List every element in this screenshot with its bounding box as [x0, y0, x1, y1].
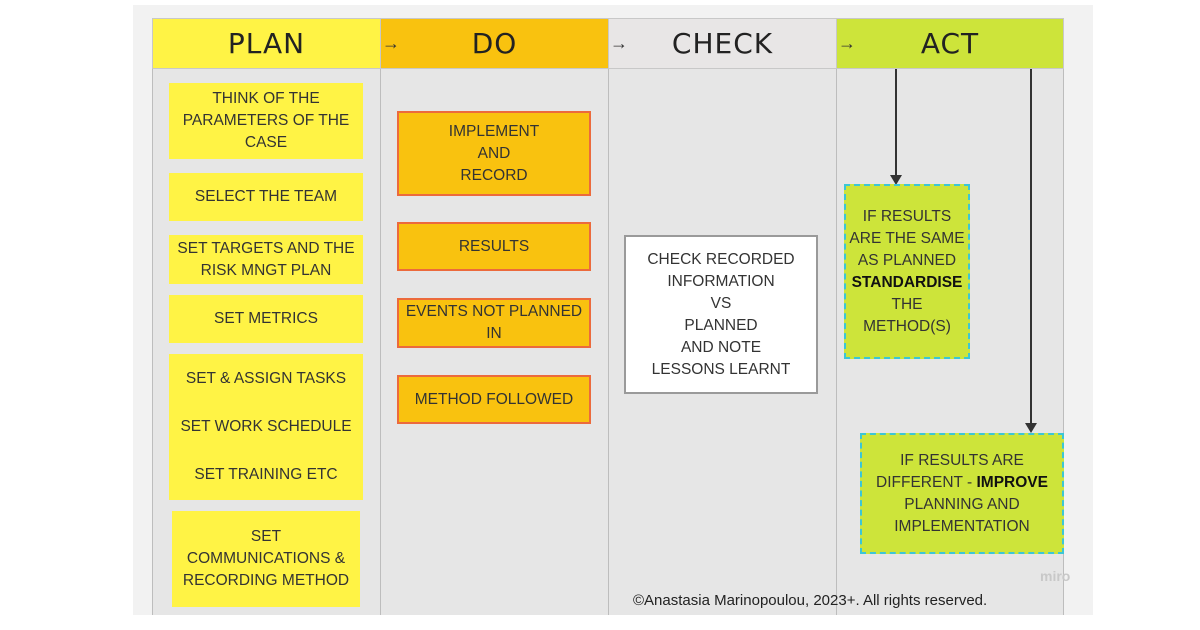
note-text: CASE — [244, 134, 288, 151]
note-text: PLANNED — [684, 316, 758, 334]
plan-note: SET METRICS — [169, 295, 363, 343]
note-text: AND — [477, 144, 511, 162]
note-text: DIFFERENT - — [876, 473, 977, 491]
note-text: RECORDING METHOD — [182, 572, 350, 589]
arrow-right-icon: → — [382, 33, 400, 53]
plan-note: THINK OF THE PARAMETERS OF THE CASE — [169, 83, 363, 159]
note-text: SET TRAINING ETC — [194, 466, 338, 483]
check-header: CHECK — [608, 18, 837, 69]
do-note: IMPLEMENT AND RECORD — [397, 111, 591, 196]
do-note: EVENTS NOT PLANNED IN — [397, 298, 591, 348]
note-text: METHOD FOLLOWED — [414, 390, 574, 408]
note-text: LESSONS LEARNT — [651, 360, 791, 378]
note-text: COMMUNICATIONS & — [186, 550, 346, 567]
note-text: RISK MNGT PLAN — [200, 261, 332, 279]
note-text: IN — [486, 325, 502, 342]
note-text: THE — [891, 295, 923, 313]
note-text: INFORMATION — [667, 272, 775, 290]
note-text: SET TARGETS AND THE — [177, 239, 355, 257]
note-text: SET — [250, 528, 282, 545]
plan-header: PLAN — [152, 18, 381, 69]
note-text: PARAMETERS OF THE — [182, 112, 350, 129]
note-text-bold: IMPROVE — [976, 473, 1048, 491]
arrow-right-icon: → — [838, 33, 856, 53]
connector-line — [1030, 69, 1032, 425]
note-text: IF RESULTS — [862, 207, 952, 225]
arrow-right-icon: → — [610, 33, 628, 53]
do-note: RESULTS — [397, 222, 591, 271]
act-header: ACT — [836, 18, 1064, 69]
check-note: CHECK RECORDED INFORMATION VS PLANNED AN… — [624, 235, 818, 394]
connector-line — [895, 69, 897, 177]
plan-note: SELECT THE TEAM — [169, 173, 363, 221]
arrow-down-icon — [890, 175, 902, 185]
plan-note: SET COMMUNICATIONS & RECORDING METHOD — [172, 511, 360, 607]
note-text: SELECT THE TEAM — [194, 188, 338, 205]
note-text: PLANNING AND — [904, 495, 1020, 513]
note-text: RECORD — [460, 166, 528, 184]
note-text: SET & ASSIGN TASKS — [185, 370, 347, 387]
note-text: AS PLANNED — [857, 251, 957, 269]
arrow-down-icon — [1025, 423, 1037, 433]
plan-note: SET & ASSIGN TASKS SET WORK SCHEDULE SET… — [169, 354, 363, 500]
note-text: IMPLEMENT — [448, 122, 540, 140]
copyright-text: ©Anastasia Marinopoulou, 2023+. All righ… — [633, 592, 988, 609]
note-text: IF RESULTS ARE — [900, 451, 1024, 469]
note-text: EVENTS NOT PLANNED — [405, 303, 583, 320]
note-text: RESULTS — [458, 237, 530, 255]
note-text: CHECK RECORDED — [647, 250, 795, 268]
do-note: METHOD FOLLOWED — [397, 375, 591, 424]
act-note-standardise: IF RESULTS ARE THE SAME AS PLANNED STAND… — [844, 184, 970, 359]
miro-watermark: miro — [1040, 568, 1071, 584]
plan-note: SET TARGETS AND THE RISK MNGT PLAN — [169, 235, 363, 284]
act-note-improve: IF RESULTS ARE DIFFERENT - IMPROVE PLANN… — [860, 433, 1064, 554]
note-line: DIFFERENT - IMPROVE — [876, 472, 1048, 494]
note-text: ARE THE SAME — [849, 229, 965, 247]
note-text: THINK OF THE — [212, 90, 320, 107]
do-header: DO — [380, 18, 609, 69]
note-text: IMPLEMENTATION — [894, 517, 1030, 535]
note-text-bold: STANDARDISE — [851, 273, 963, 291]
note-text: SET WORK SCHEDULE — [180, 418, 352, 435]
note-text: METHOD(S) — [863, 317, 951, 335]
note-text: VS — [710, 294, 732, 312]
note-text: AND NOTE — [680, 338, 762, 356]
note-text: SET METRICS — [214, 310, 318, 327]
